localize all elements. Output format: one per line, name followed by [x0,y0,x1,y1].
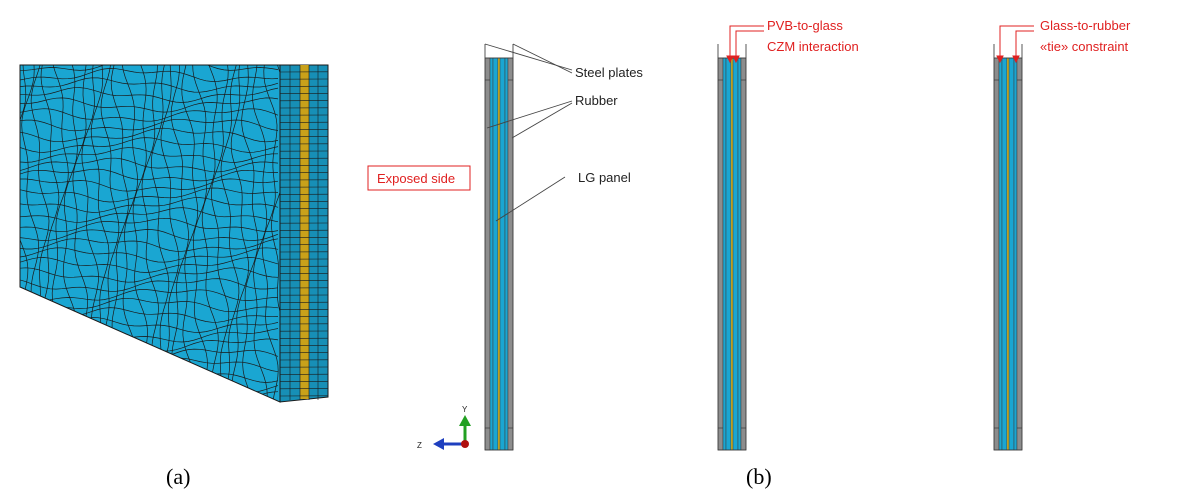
section-panel-pvb [717,57,747,451]
mesh-side-lines [279,65,329,400]
z-axis-arrow [433,438,444,450]
origin-dot [461,440,469,448]
y-axis-label: Y [462,405,468,414]
exposed-side-label: Exposed side [377,171,455,186]
rubber-label: Rubber [575,93,618,108]
panel2-steel-frame [717,44,747,58]
mesh-interlayer [300,65,309,399]
coordinate-triad: Y Z [417,405,471,450]
caption-b: (b) [746,464,772,489]
exposed-side-box [367,165,471,191]
steel-plates-label: Steel plates [575,65,643,80]
panel1-annotations [484,43,573,222]
lg-panel-label: LG panel [578,170,631,185]
caption-a: (a) [166,464,190,489]
tie-leaders [996,25,1034,64]
y-axis-arrow [459,415,471,426]
pvb-leaders [726,25,764,64]
panel3-steel-frame [993,44,1023,58]
tie-label-line2: «tie» constraint [1040,39,1129,54]
mesh-3d-view [19,64,329,403]
section-panel-tie [993,57,1023,451]
z-axis-label: Z [417,441,422,450]
pvb-label-line2: CZM interaction [767,39,859,54]
pvb-label-line1: PVB-to-glass [767,18,843,33]
section-panel-labels [484,57,514,451]
tie-label-line1: Glass-to-rubber [1040,18,1131,33]
